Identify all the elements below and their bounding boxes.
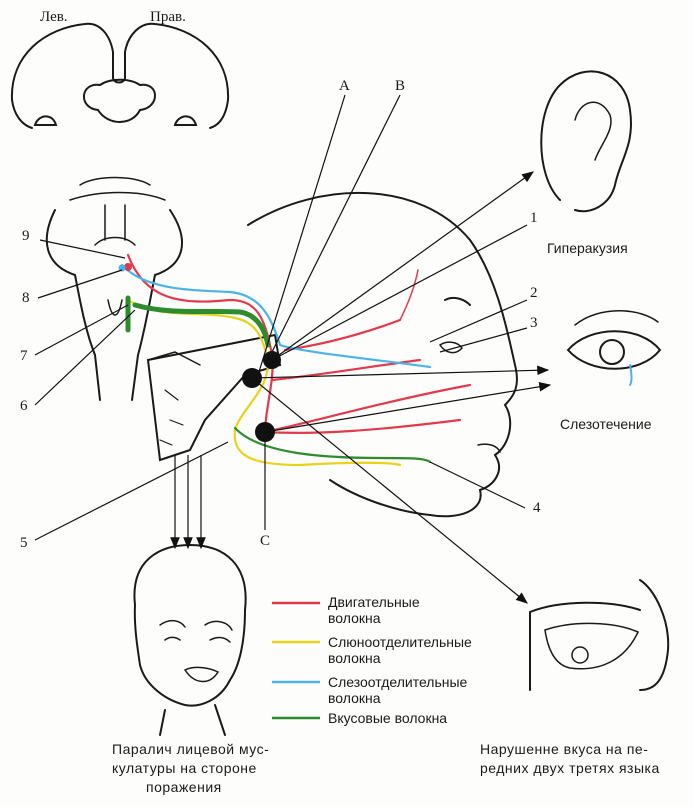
brain-outline	[10, 22, 230, 129]
eye-drawing	[566, 330, 662, 370]
arrow-to-ear	[271, 171, 534, 361]
arrow-to-eye	[251, 365, 550, 379]
label-left: Лев.	[40, 9, 68, 25]
ear-drawing	[540, 70, 632, 213]
caption-taste-line2: редних двух третях языка	[480, 760, 660, 776]
legend-motor-line2: волокна	[328, 610, 381, 626]
pointer-8	[37, 269, 123, 299]
legend-motor-line1: Двигательные	[328, 594, 420, 610]
pointer-2	[429, 299, 528, 343]
caption-paralysis: Паралич лицевой мус- кулатуры на стороне…	[112, 740, 269, 797]
label-number-6: 6	[20, 398, 28, 414]
arrow-to-mouth	[251, 377, 528, 604]
legend-lacrimal-line2: волокна	[328, 690, 381, 706]
label-number-1: 1	[530, 210, 538, 226]
caption-taste: Нарушенне вкуса на пе- редних двух третя…	[480, 740, 660, 778]
label-number-9: 9	[22, 228, 30, 244]
motor-fiber-path	[126, 253, 274, 434]
legend-item-lacrimal: Слезоотделительные волокна	[328, 674, 508, 706]
legend-item-motor: Двигательные волокна	[328, 594, 508, 626]
caption-paralysis-line1: Паралич лицевой мус-	[112, 741, 270, 757]
label-point-a: A	[339, 78, 350, 94]
legend-item-secretory: Слюноотделительные волокна	[328, 634, 508, 666]
legend-secretory-line1: Слюноотделительные	[328, 634, 472, 650]
label-right: Прав.	[150, 9, 186, 25]
label-number-8: 8	[22, 290, 30, 306]
secretory-fiber-path	[126, 298, 402, 467]
label-number-7: 7	[20, 348, 28, 364]
pointer-9	[39, 239, 126, 259]
label-point-c: C	[260, 533, 271, 549]
pointer-1	[271, 224, 528, 361]
temporal-bone	[146, 333, 282, 462]
brain-ventricle	[83, 78, 156, 123]
pointer-4	[429, 461, 526, 509]
pointer-3	[439, 327, 528, 353]
label-number-4: 4	[533, 500, 541, 516]
caption-paralysis-line3: поражения	[146, 779, 222, 795]
arrow-to-eye-2	[264, 382, 552, 433]
legend-taste-line1: Вкусовые волокна	[328, 710, 448, 726]
mouth-drawing	[529, 579, 670, 691]
caption-taste-line1: Нарушенне вкуса на пе-	[480, 741, 649, 757]
label-lacrimation: Слезотечение	[560, 416, 652, 432]
pointer-6	[34, 309, 136, 406]
lacrimal-fiber-path	[120, 263, 432, 369]
label-point-b: B	[395, 78, 406, 94]
pointer-b	[271, 94, 401, 353]
legend-secretory-line2: волокна	[328, 650, 381, 666]
legend-item-taste: Вкусовые волокна	[328, 710, 508, 726]
pointer-5	[34, 441, 229, 541]
pointer-a	[257, 94, 346, 376]
label-hyperacusis: Гиперакузия	[547, 240, 628, 256]
taste-fiber-path	[125, 295, 271, 348]
brainstem	[45, 209, 183, 401]
label-number-5: 5	[20, 535, 28, 551]
caption-paralysis-line2: кулатуры на стороне	[112, 760, 257, 776]
label-number-3: 3	[530, 315, 538, 331]
legend-lacrimal-line1: Слезоотделительные	[328, 674, 468, 690]
label-number-2: 2	[530, 285, 538, 301]
pointer-7	[34, 304, 129, 356]
head-profile	[247, 191, 518, 518]
